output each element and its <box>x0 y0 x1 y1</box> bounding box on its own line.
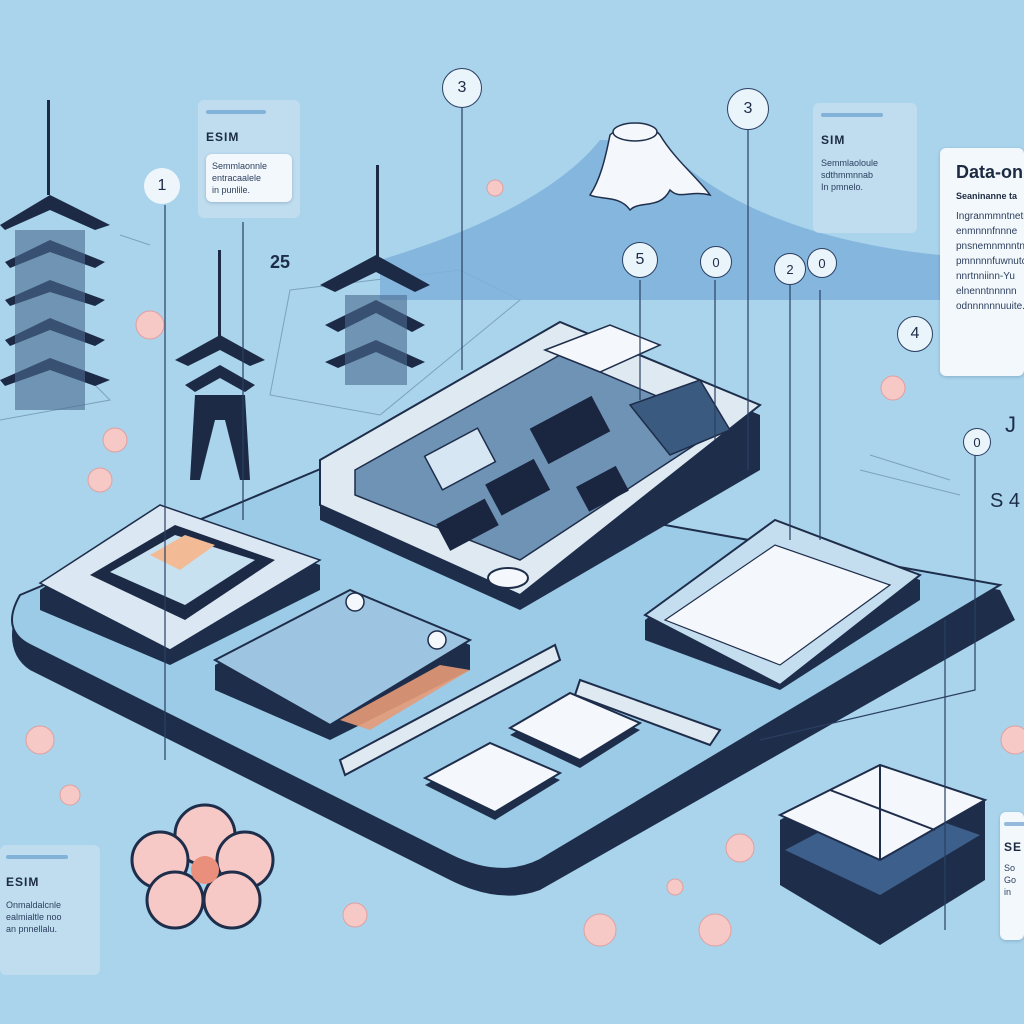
card-sim-right: SIM Semmlaoloule sdthmmnnab In pmnelo. <box>813 103 917 233</box>
sim-chip-small-a <box>507 691 643 768</box>
callout-lines <box>164 103 976 930</box>
cherry-blossom-large <box>130 803 275 930</box>
card-bar <box>6 855 68 859</box>
card-esim-top: ESIM Semmlaonnle entracaalele in punlile… <box>198 100 300 218</box>
card-body: Ingranmmntnetn enmnnnfnnne pnsnemnmnntne… <box>956 211 1024 312</box>
card-title: Data-on <box>956 162 1023 182</box>
sim-card-right <box>643 518 923 690</box>
pagoda-center <box>320 165 430 385</box>
pagoda-left <box>0 100 110 410</box>
card-subtitle: Seaninanne ta <box>956 191 1018 201</box>
card-se-right: SE So Go in <box>1000 812 1024 940</box>
connector-strips <box>338 643 722 777</box>
card-body: Semmlaonnle entracaalele in punlile. <box>212 161 268 195</box>
marker-3b: 3 <box>727 88 769 130</box>
card-data-on: Data-on Seaninanne ta Ingranmmntnetn enm… <box>940 148 1024 376</box>
marker-0c: 0 <box>963 428 991 456</box>
card-title: SE <box>1004 840 1023 854</box>
card-title: ESIM <box>6 875 40 889</box>
marker-2: 2 <box>774 253 806 285</box>
card-title: ESIM <box>206 130 240 144</box>
card-bar <box>206 110 267 114</box>
cherry-blossoms-small <box>25 179 1024 947</box>
marker-0b: 0 <box>807 248 837 278</box>
card-body: Semmlaoloule sdthmmnnab In pmnelo. <box>821 158 879 192</box>
esim-block <box>777 763 988 945</box>
marker-25: 25 <box>270 252 291 272</box>
card-inner: Semmlaonnle entracaalele in punlile. <box>206 154 292 202</box>
card-body: Onmaldalcnle ealmialtle noo an pnnellalu… <box>6 900 62 934</box>
marker-3a: 3 <box>442 68 482 108</box>
card-bar <box>821 113 883 117</box>
sim-tray <box>212 588 473 740</box>
marker-4: 4 <box>897 316 933 352</box>
card-title: SIM <box>821 133 846 147</box>
phone-frame-device <box>319 320 762 610</box>
tower-left <box>175 250 265 480</box>
marker-0a: 0 <box>700 246 732 278</box>
sim-card-left <box>38 504 322 665</box>
marker-1: 1 <box>144 168 180 204</box>
marker-s4: S 4 <box>990 490 1021 512</box>
card-esim-bottom: ESIM Onmaldalcnle ealmialtle noo an pnne… <box>0 845 100 975</box>
sim-chip-small-b <box>422 741 563 820</box>
marker-5: 5 <box>622 242 658 278</box>
marker-j: J <box>1005 412 1016 437</box>
card-bar <box>1004 822 1024 826</box>
card-body: So Go in <box>1004 863 1017 897</box>
